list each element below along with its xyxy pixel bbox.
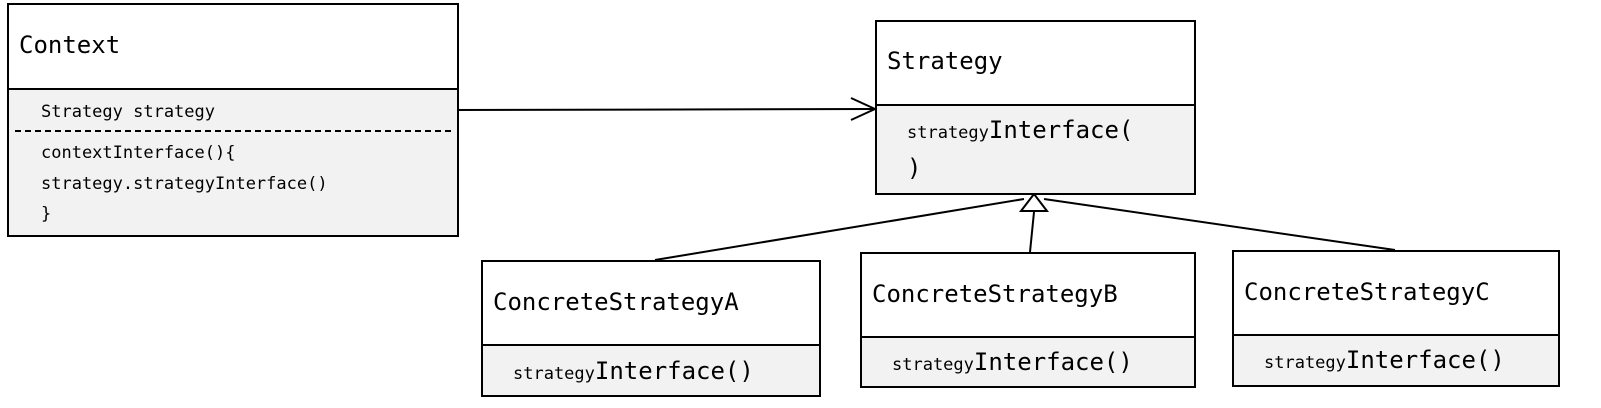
- concrete-strategy-b-method: strategyInterface(): [892, 348, 1133, 376]
- strategy-class-name: Strategy: [887, 47, 1003, 75]
- concrete-strategy-a-method: strategyInterface(): [513, 357, 754, 385]
- concrete-strategy-b-header: ConcreteStrategyB: [862, 254, 1194, 338]
- context-class-name: Context: [19, 31, 121, 59]
- generalization-concrete-a: [654, 198, 1025, 261]
- concrete-strategy-c-method: strategyInterface(): [1264, 346, 1505, 374]
- strategy-method-rest: Interface(: [988, 116, 1134, 144]
- compartment-divider: [15, 130, 451, 132]
- context-class-body: Strategy strategy contextInterface(){ st…: [9, 90, 457, 235]
- concrete-strategy-a-method-rest: Interface(): [594, 357, 754, 385]
- concrete-strategy-c-name: ConcreteStrategyC: [1244, 278, 1490, 306]
- context-class: Context Strategy strategy contextInterfa…: [7, 3, 459, 237]
- context-field: Strategy strategy: [41, 102, 215, 122]
- context-class-header: Context: [9, 5, 457, 90]
- context-method-line-2: strategy.strategyInterface(): [41, 174, 328, 194]
- concrete-strategy-a-method-prefix: strategy: [513, 364, 595, 384]
- strategy-class-body: strategyInterface( ): [877, 106, 1194, 193]
- concrete-strategy-b-class: ConcreteStrategyB strategyInterface(): [860, 252, 1196, 388]
- generalization-concrete-b: [1029, 211, 1035, 253]
- concrete-strategy-c-header: ConcreteStrategyC: [1234, 252, 1558, 336]
- concrete-strategy-c-method-rest: Interface(): [1345, 346, 1505, 374]
- concrete-strategy-a-name: ConcreteStrategyA: [493, 288, 739, 316]
- concrete-strategy-b-method-prefix: strategy: [892, 355, 974, 375]
- generalization-triangle: [1018, 192, 1050, 212]
- strategy-method-line-2: ): [907, 154, 922, 182]
- generalization-concrete-c: [1043, 198, 1396, 251]
- strategy-class: Strategy strategyInterface( ): [875, 20, 1196, 195]
- context-method-line-3: }: [41, 204, 52, 224]
- concrete-strategy-b-name: ConcreteStrategyB: [872, 280, 1118, 308]
- concrete-strategy-c-body: strategyInterface(): [1234, 336, 1558, 385]
- concrete-strategy-c-class: ConcreteStrategyC strategyInterface(): [1232, 250, 1560, 387]
- concrete-strategy-b-method-rest: Interface(): [973, 348, 1133, 376]
- strategy-class-header: Strategy: [877, 22, 1194, 106]
- concrete-strategy-a-header: ConcreteStrategyA: [483, 262, 819, 346]
- concrete-strategy-b-body: strategyInterface(): [862, 338, 1194, 386]
- concrete-strategy-c-method-prefix: strategy: [1264, 353, 1346, 373]
- association-context-to-strategy: [451, 108, 876, 111]
- concrete-strategy-a-class: ConcreteStrategyA strategyInterface(): [481, 260, 821, 397]
- strategy-method-line-1: strategyInterface(: [907, 116, 1133, 144]
- strategy-method-prefix: strategy: [907, 123, 989, 143]
- concrete-strategy-a-body: strategyInterface(): [483, 346, 819, 395]
- context-method-line-1: contextInterface(){: [41, 143, 236, 163]
